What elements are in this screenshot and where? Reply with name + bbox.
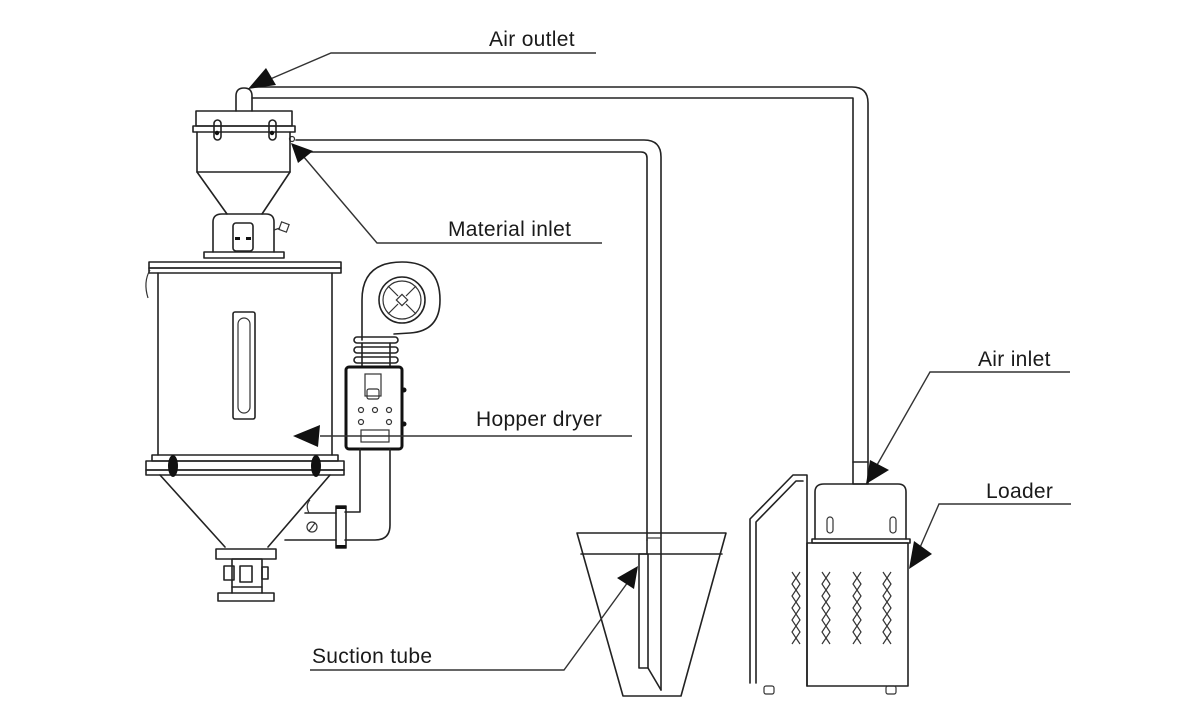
label-air-inlet: Air inlet — [978, 348, 1051, 371]
loader-wheel — [885, 685, 897, 695]
loader-vent-grilles — [791, 571, 892, 645]
arrow-icon — [866, 460, 889, 484]
arrow-icon — [248, 68, 276, 89]
arrow-icon — [909, 541, 932, 569]
label-suction-tube: Suction tube — [312, 645, 432, 668]
loader — [749, 474, 911, 695]
suction-tube — [638, 553, 649, 669]
arrow-icon — [293, 425, 320, 447]
callout-material-inlet: Material inlet — [291, 143, 602, 244]
callout-air-inlet: Air inlet — [866, 348, 1070, 484]
label-air-outlet: Air outlet — [489, 28, 575, 51]
callout-loader: Loader — [909, 480, 1071, 569]
blower-heater-unit — [284, 261, 441, 549]
arrow-icon — [291, 143, 313, 163]
air-inlet-connector — [852, 461, 869, 485]
label-hopper-dryer: Hopper dryer — [476, 408, 602, 431]
control-box — [344, 365, 404, 451]
loader-wheel — [763, 685, 775, 695]
label-loader: Loader — [986, 480, 1053, 503]
hopper-dryer — [145, 261, 345, 602]
blower-fan-icon — [378, 276, 426, 324]
material-pipe — [295, 139, 662, 691]
label-material-inlet: Material inlet — [448, 218, 571, 241]
air-outlet-cap — [235, 87, 253, 112]
callout-air-outlet: Air outlet — [248, 28, 596, 89]
callout-hopper-dryer: Hopper dryer — [293, 408, 632, 447]
hopper-receiver — [192, 87, 296, 259]
material-bin — [576, 532, 727, 697]
callout-suction-tube: Suction tube — [310, 566, 638, 671]
arrow-icon — [617, 566, 638, 589]
